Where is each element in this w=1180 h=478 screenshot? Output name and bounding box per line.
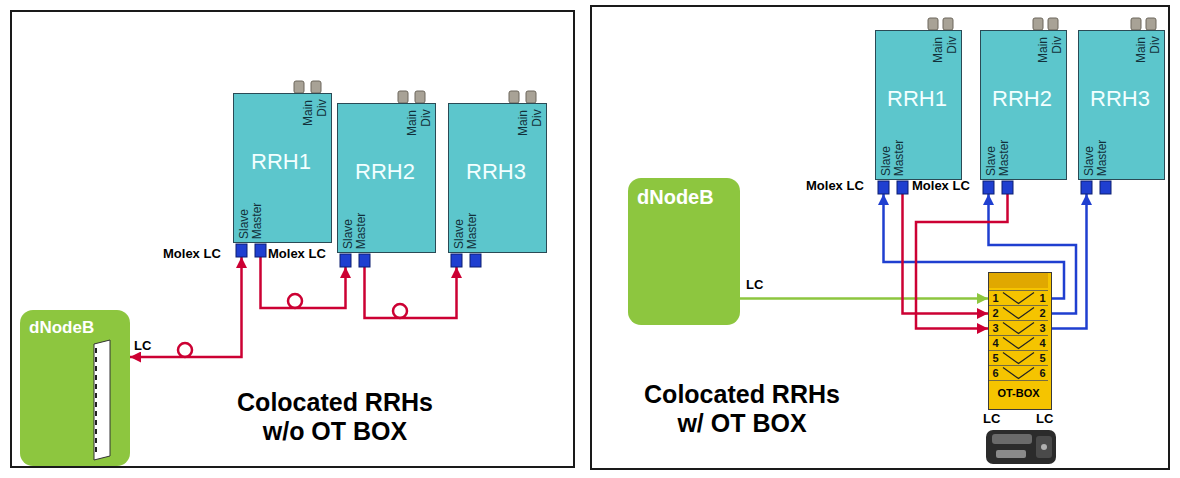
- unit-name: RRH2: [981, 86, 1063, 112]
- fiber-link: [365, 267, 457, 318]
- port-number: 6: [1037, 366, 1048, 380]
- fiber-port-label: Master: [466, 212, 479, 249]
- port-number: 5: [1037, 351, 1048, 365]
- port-number: 5: [990, 351, 1001, 365]
- ot-box: 123456123456OT-BOX: [988, 272, 1052, 410]
- fiber-port-label: Slave: [1082, 146, 1095, 176]
- antenna-port-label: Div: [1148, 36, 1161, 53]
- fiber-port-label: Slave: [341, 219, 354, 249]
- port-number: 3: [990, 321, 1001, 335]
- port-number: 2: [990, 306, 1001, 320]
- connector-label: Molex LC: [163, 246, 221, 261]
- connector-label: LC: [134, 338, 151, 353]
- connector-label: LC: [1036, 411, 1053, 426]
- unit-name: RRH2: [338, 159, 432, 185]
- diagram-panel: Colocated RRHs w/o OT BOXRRH1MainDivSlav…: [10, 10, 575, 468]
- antenna-port-label: Main: [406, 110, 419, 136]
- ot-box-photo: [986, 430, 1056, 464]
- port-number: 1: [990, 291, 1001, 305]
- port-number: 1: [1037, 291, 1048, 305]
- unit-name: RRH3: [1079, 86, 1161, 112]
- panel-caption: Colocated RRHs w/ OT BOX: [632, 380, 852, 438]
- port-number: 6: [990, 366, 1001, 380]
- port-number: 4: [1037, 336, 1048, 350]
- fiber-link: [261, 257, 346, 308]
- box-name: OT-BOX: [989, 387, 1048, 400]
- fiber-port-label: Slave: [452, 219, 465, 249]
- connector-label: LC: [746, 277, 763, 292]
- antenna-port-label: Div: [945, 36, 958, 53]
- fiber-link: [130, 257, 242, 357]
- unit-name: RRH1: [234, 149, 328, 175]
- diagram-panel: Colocated RRHs w/ OT BOXRRH1MainDivSlave…: [590, 5, 1170, 470]
- dnodeb-unit: dNodeB: [628, 178, 740, 325]
- antenna-port-label: Main: [302, 100, 315, 126]
- port-number: 4: [990, 336, 1001, 350]
- antenna-port-label: Div: [1050, 36, 1063, 53]
- antenna-port-label: Div: [419, 109, 432, 126]
- connector-label: Molex LC: [268, 246, 326, 261]
- antenna-port-label: Div: [315, 99, 328, 116]
- fiber-port-label: Slave: [984, 146, 997, 176]
- antenna-port-label: Main: [1135, 37, 1148, 63]
- antenna-port-label: Main: [1037, 37, 1050, 63]
- fiber-link: [1052, 194, 1087, 329]
- unit-name: dNodeB: [637, 185, 714, 209]
- rrh-unit: RRH1 MainDivSlaveMaster: [875, 30, 962, 180]
- connector-label: Molex LC: [912, 178, 970, 193]
- rrh-unit: RRH2 MainDivSlaveMaster: [980, 30, 1067, 180]
- unit-name: dNodeB: [29, 317, 94, 338]
- fiber-link: [916, 194, 1008, 329]
- unit-name: RRH1: [876, 86, 958, 112]
- unit-name: RRH3: [449, 159, 543, 185]
- rrh-unit: RRH3 MainDivSlaveMaster: [448, 103, 547, 253]
- panel-caption: Colocated RRHs w/o OT BOX: [220, 388, 450, 446]
- connector-label: LC: [983, 411, 1000, 426]
- fiber-port-label: Master: [998, 139, 1011, 176]
- fiber-port-label: Master: [251, 202, 264, 239]
- fiber-link: [740, 297, 988, 300]
- fiber-port-label: Master: [893, 139, 906, 176]
- connector-label: Molex LC: [806, 178, 864, 193]
- fiber-port-label: Master: [355, 212, 368, 249]
- fiber-port-label: Slave: [879, 146, 892, 176]
- rrh-unit: RRH3 MainDivSlaveMaster: [1078, 30, 1165, 180]
- antenna-port-label: Main: [932, 37, 945, 63]
- fiber-port-label: Master: [1096, 139, 1109, 176]
- port-number: 2: [1037, 306, 1048, 320]
- fiber-loops: [178, 294, 407, 357]
- rrh-unit: RRH1 MainDivSlaveMaster: [233, 93, 332, 243]
- port-number: 3: [1037, 321, 1048, 335]
- antenna-port-label: Div: [530, 109, 543, 126]
- fiber-port-label: Slave: [237, 209, 250, 239]
- antenna-port-label: Main: [517, 110, 530, 136]
- rrh-unit: RRH2 MainDivSlaveMaster: [337, 103, 436, 253]
- dnodeb-unit: dNodeB: [20, 310, 130, 466]
